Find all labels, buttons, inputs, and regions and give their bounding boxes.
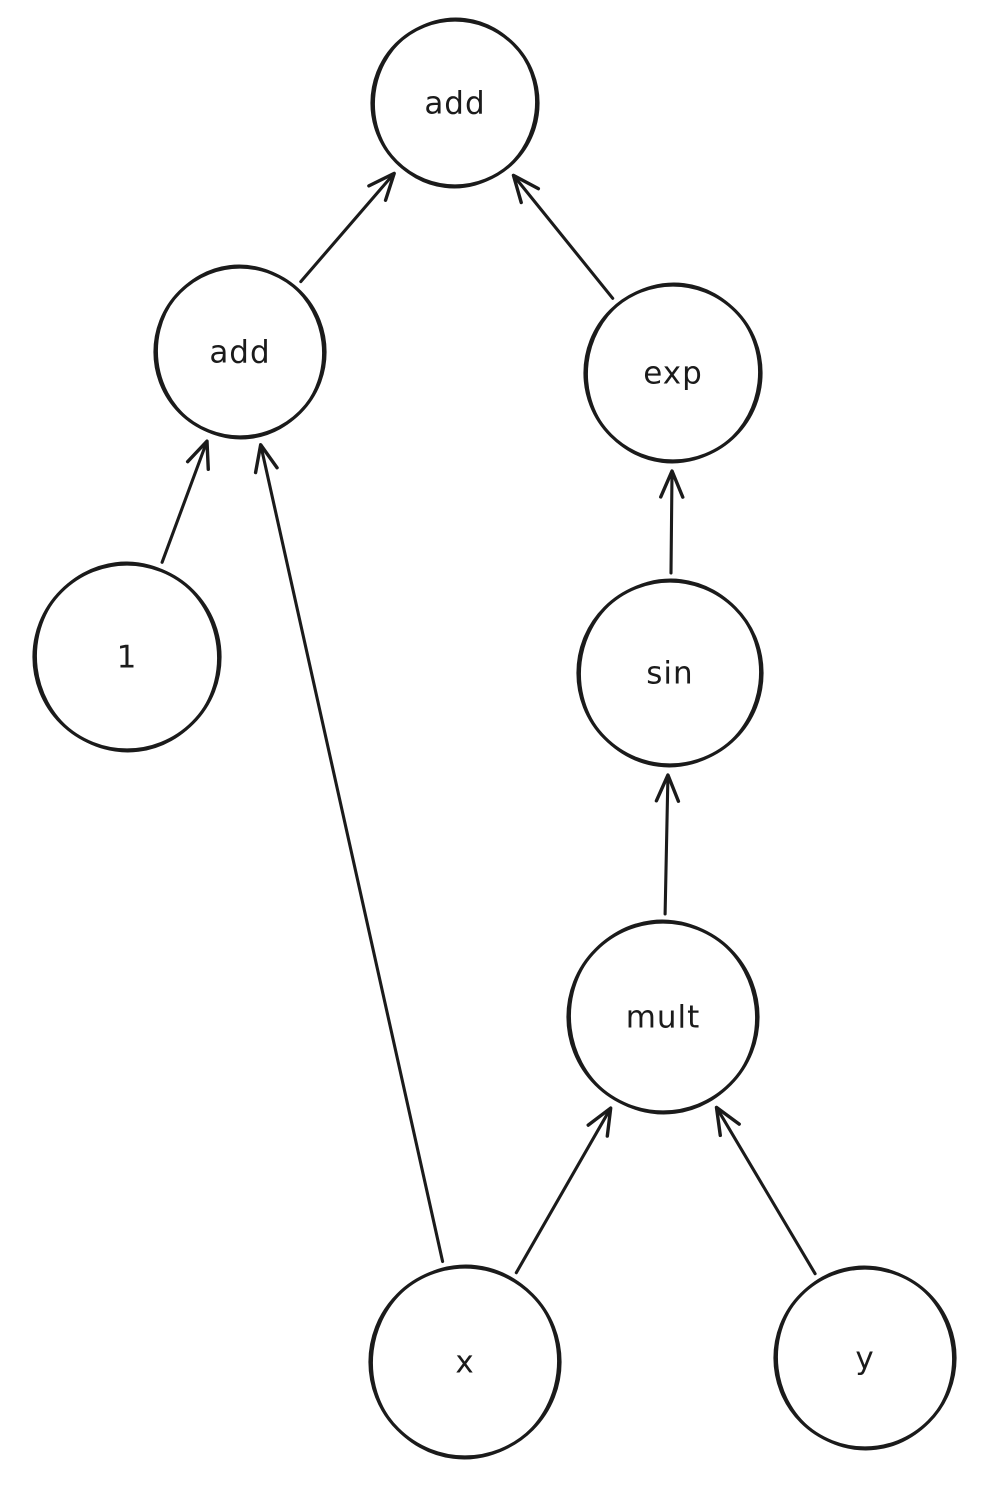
edges-layer (160, 171, 817, 1276)
edge-add-left-to-add-root (299, 171, 396, 284)
edge-x-to-mult (514, 1106, 613, 1275)
node-circle-sketch-stroke (775, 1265, 955, 1451)
node-label-sin: sin (646, 656, 693, 692)
node-circle-sketch-stroke (370, 1264, 560, 1460)
node-label-y: y (855, 1341, 874, 1377)
node-circle-sketch-stroke (578, 578, 762, 768)
node-x: x (368, 1264, 562, 1460)
node-circle-sketch-stroke (372, 17, 538, 189)
edge-y-to-mult (714, 1105, 817, 1276)
node-circle-sketch-stroke (568, 919, 758, 1115)
node-label-mult: mult (626, 1000, 701, 1036)
edge-x-to-add-left (253, 443, 445, 1264)
edge-sin-to-exp (659, 469, 685, 575)
node-label-one: 1 (117, 640, 138, 676)
nodes-layer: add add exp 1 sin mult x y (32, 17, 957, 1460)
node-mult: mult (566, 919, 760, 1115)
node-exp: exp (583, 282, 763, 464)
node-circle (773, 1266, 957, 1450)
node-add-root: add (370, 17, 540, 189)
node-y: y (773, 1265, 957, 1451)
node-add-left: add (153, 264, 327, 440)
node-circle-sketch-stroke (155, 264, 325, 440)
node-circle (576, 579, 764, 767)
node-circle-sketch-stroke (585, 282, 761, 464)
node-circle (566, 920, 760, 1114)
node-circle (583, 283, 763, 463)
node-one: 1 (32, 561, 222, 753)
node-sin: sin (576, 578, 764, 768)
edge-mult-to-sin (654, 773, 681, 916)
node-circle (153, 265, 327, 439)
edge-exp-to-add-root (511, 173, 615, 300)
node-label-add-root: add (424, 86, 485, 122)
node-label-x: x (455, 1345, 474, 1381)
node-circle (370, 18, 540, 188)
node-label-exp: exp (643, 356, 703, 392)
node-circle-sketch-stroke (34, 561, 220, 753)
edge-one-to-add-left (160, 439, 210, 564)
node-label-add-left: add (209, 335, 270, 371)
node-circle (368, 1265, 562, 1459)
node-circle (32, 562, 222, 752)
